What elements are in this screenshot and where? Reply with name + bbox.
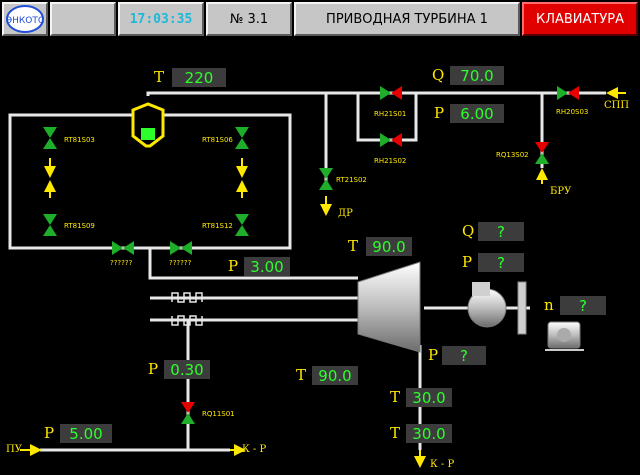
value-n-speed[interactable]: ? (560, 296, 606, 315)
label-t-steam: T (154, 68, 165, 86)
label-t-turbine-in: T (348, 237, 359, 255)
clock-display: 17:03:35 (118, 2, 204, 36)
value-t-steam[interactable]: 220 (172, 68, 226, 87)
value-p-pu[interactable]: 5.00 (60, 424, 112, 443)
tag-rh20s03: RH20S03 (556, 108, 589, 116)
label-p-inlet: P (434, 104, 445, 122)
value-p-seal[interactable]: 0.30 (164, 360, 210, 379)
label-p-turbine: P (462, 253, 473, 271)
logo: ЭНКОТС (2, 2, 48, 36)
label-q-flow: Q (432, 66, 445, 84)
value-t-exhaust1[interactable]: 30.0 (406, 388, 452, 407)
keyboard-button[interactable]: КЛАВИАТУРА (522, 2, 638, 36)
value-t-exhaust2[interactable]: 30.0 (406, 424, 452, 443)
screen-title: ПРИВОДНАЯ ТУРБИНА 1 (294, 2, 520, 36)
value-q-turbine[interactable]: ? (478, 222, 524, 241)
tag-rt21s02: RT21S02 (336, 176, 367, 184)
tag-rh21s02: RH21S02 (374, 157, 407, 165)
value-t-seal[interactable]: 90.0 (312, 366, 358, 385)
label-kr1: К - Р (242, 444, 267, 455)
svg-text:ЭНКОТС: ЭНКОТС (6, 16, 44, 26)
tag-rq11s01: RQ11S01 (202, 410, 235, 418)
label-q-turbine: Q (462, 222, 475, 240)
label-p-exhaust: P (428, 346, 439, 364)
tag-rt81s12: RT81S12 (202, 222, 233, 230)
blank-header-panel[interactable] (50, 2, 116, 36)
label-dr: ДР (338, 208, 353, 219)
label-t-exhaust1: T (390, 388, 401, 406)
value-p-exhaust[interactable]: ? (442, 346, 486, 365)
label-kr2: К - Р (430, 459, 455, 470)
tag-rq13s02: RQ13S02 (496, 151, 529, 159)
label-t-exhaust2: T (390, 424, 401, 442)
label-p-pu: P (44, 424, 55, 442)
label-p-before: P (228, 257, 239, 275)
label-bru: БРУ (550, 186, 572, 197)
tag-rt81s06: RT81S06 (202, 136, 233, 144)
value-p-inlet[interactable]: 6.00 (450, 104, 504, 123)
tag-rt81s09: RT81S09 (64, 222, 95, 230)
label-spp: СПП (604, 100, 630, 111)
value-t-turbine-in[interactable]: 90.0 (366, 237, 412, 256)
value-q-flow[interactable]: 70.0 (450, 66, 504, 85)
screen-number: № 3.1 (206, 2, 292, 36)
tag-rh21s01: RH21S01 (374, 110, 407, 118)
label-pu: ПУ (6, 444, 22, 455)
label-t-seal: T (296, 366, 307, 384)
tag-unk2: ?????? (169, 259, 192, 267)
tag-rt81s03: RT81S03 (64, 136, 95, 144)
value-p-before[interactable]: 3.00 (244, 257, 290, 276)
label-n-speed: n (544, 296, 554, 314)
label-p-seal: P (148, 360, 159, 378)
tag-unk1: ?????? (110, 259, 133, 267)
value-p-turbine[interactable]: ? (478, 253, 524, 272)
